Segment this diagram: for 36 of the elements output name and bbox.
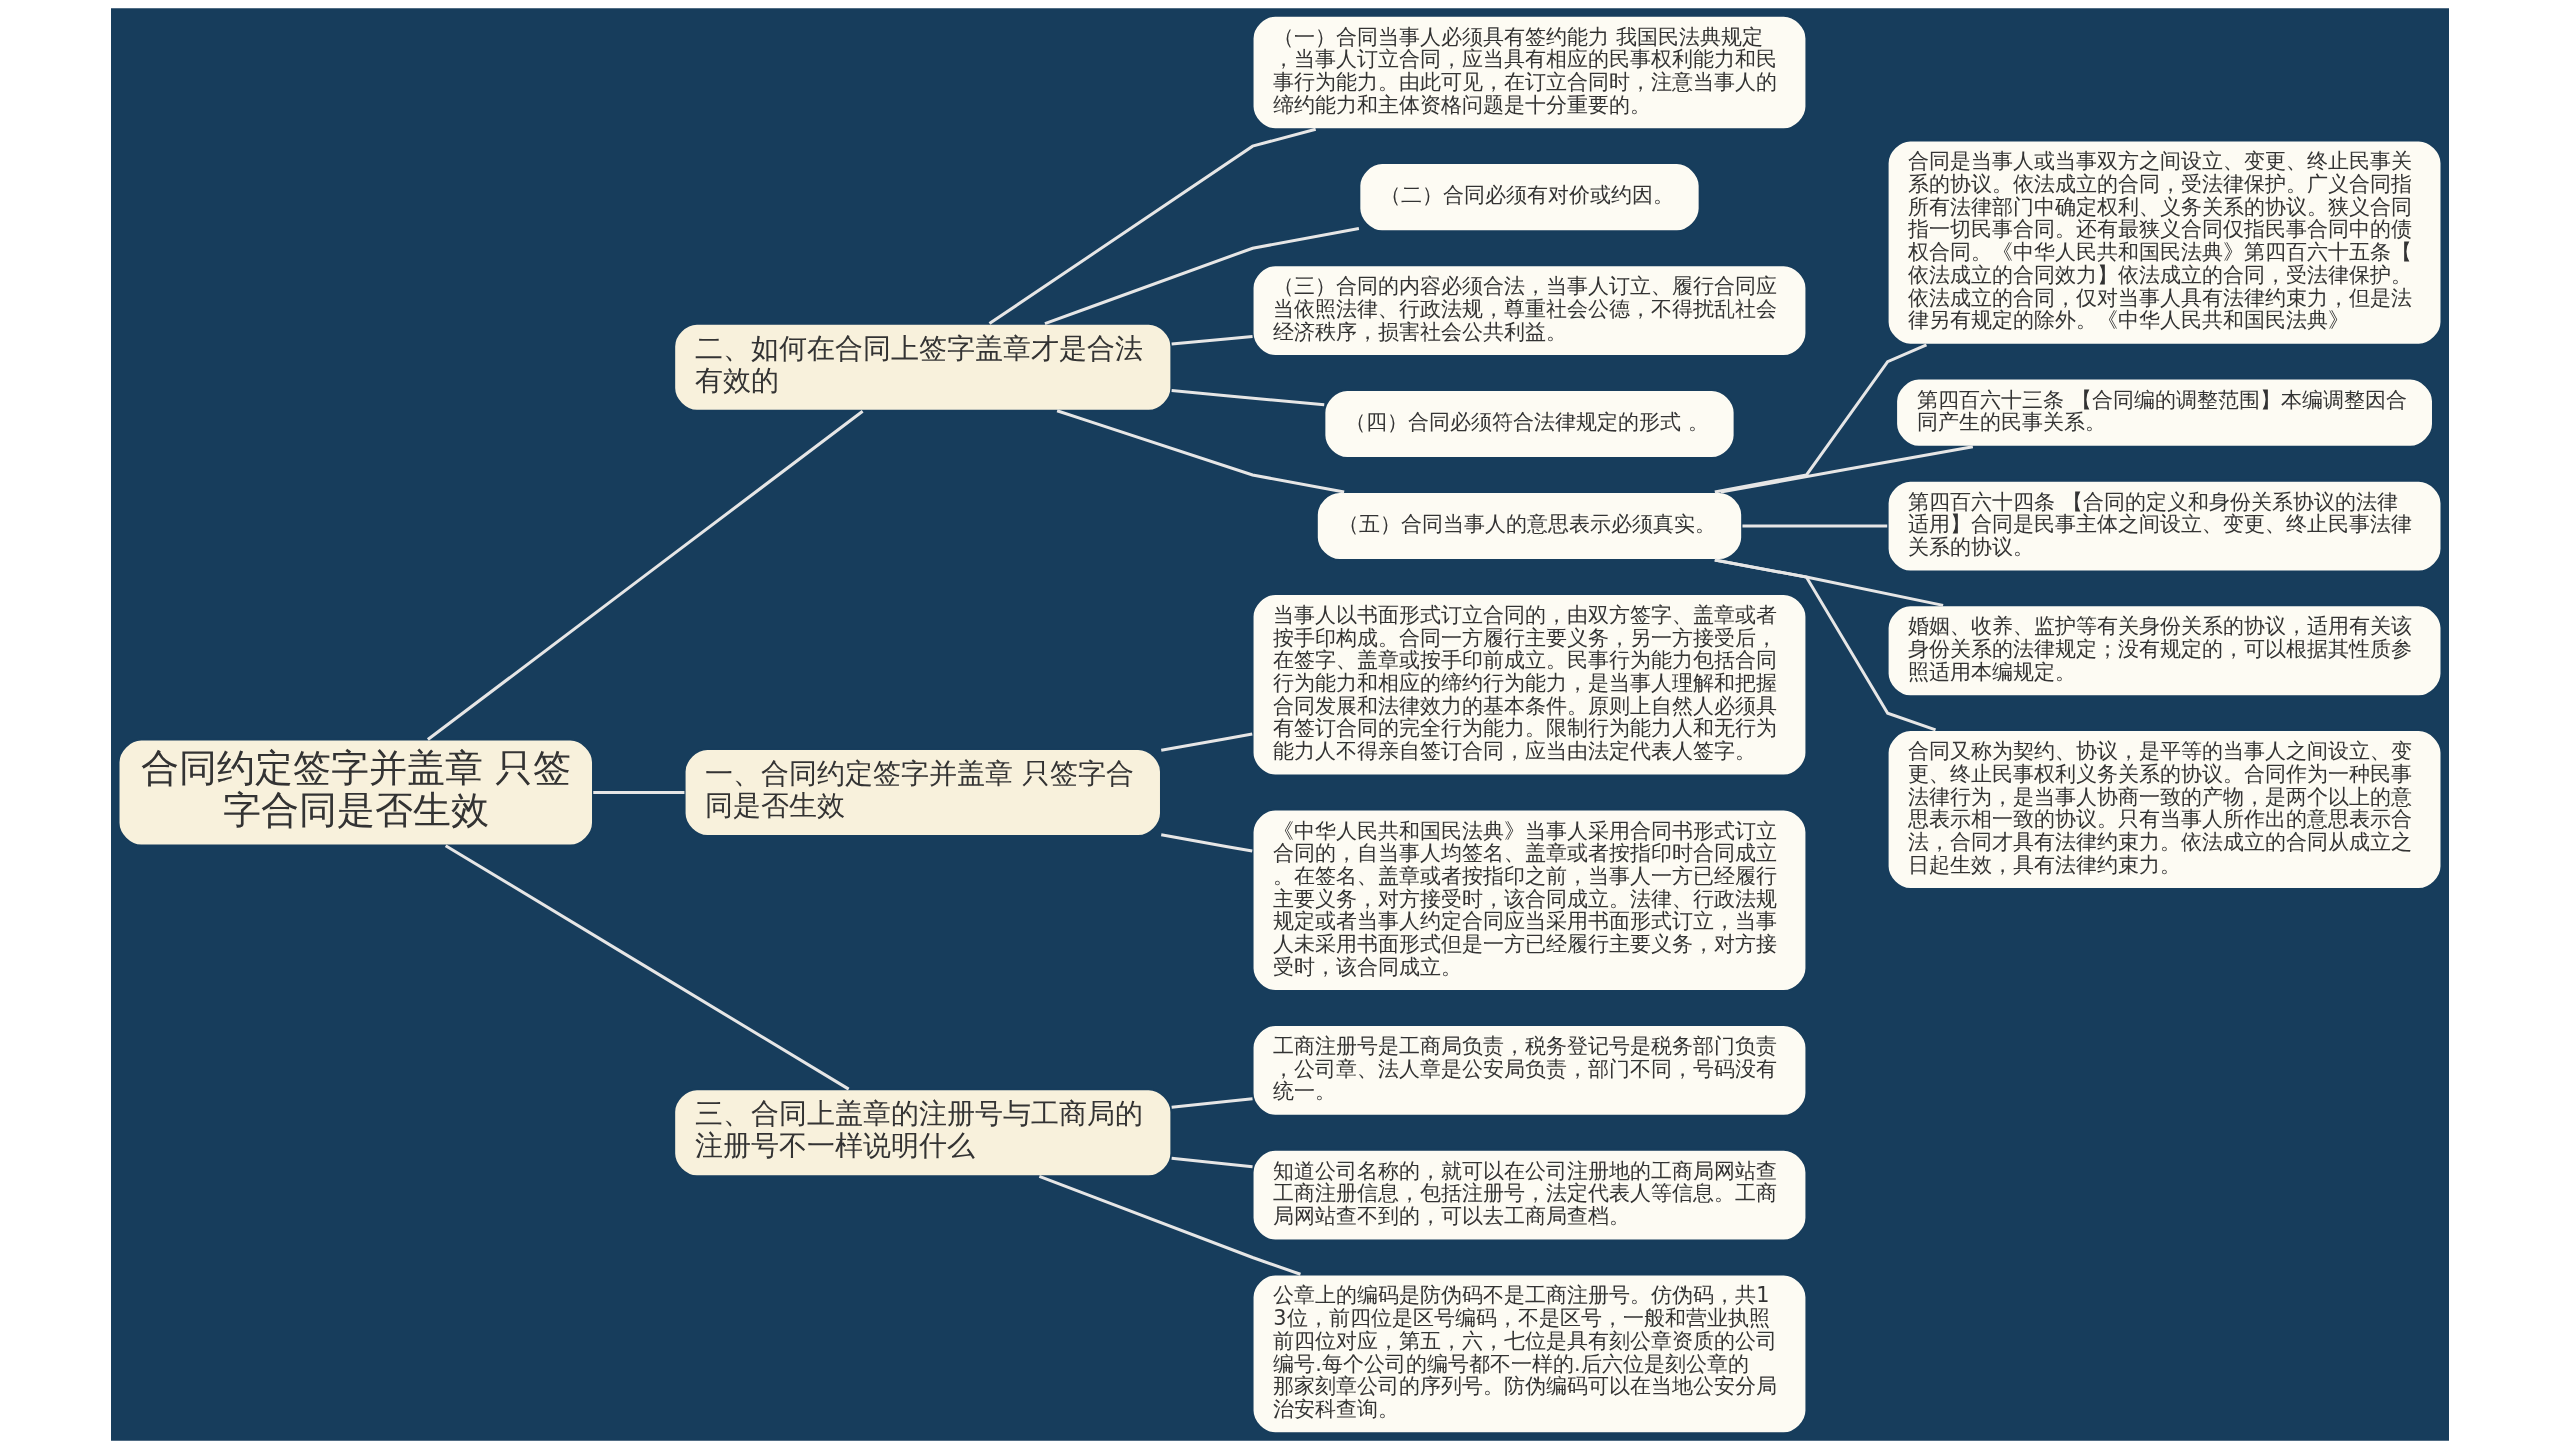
node-box: （四）合同必须符合法律规定的形式 。 bbox=[1323, 389, 1736, 459]
connector bbox=[1171, 389, 1325, 407]
node-box: （一）合同当事人必须具有签约能力 我国民法典规定，当事人订立合同，应当具有相应的民事权利能力和民事行为能力。由此可见，在订立合同时，注意当事人的缔约能力和主体资格问题是十分重要的。 bbox=[1251, 14, 1808, 131]
node-box: 《中华人民共和国民法典》当事人采用合同书形式订立合同的，自当事人均签名、盖章或者按指印时合同成立。在签名、盖章或者按指印之前，当事人一方已经履行主要义务，对方接受时，该合同成立。法律、行政法规规定或者当事人约定合同应当采用书面形式订立，当事人未采用书面形式但是一方已经履行主要义务，对方接受时，该合同成立。 bbox=[1251, 808, 1808, 992]
node-box: （三）合同的内容必须合法，当事人订立、履行合同应当依照法律、行政法规，尊重社会公德，不得扰乱社会经济秩序，损害社会公共利益。 bbox=[1251, 264, 1808, 357]
node-box: 婚姻、收养、监护等有关身份关系的协议，适用有关该身份关系的法律规定；没有规定的，可以根据其性质参照适用本编规定。 bbox=[1886, 604, 2443, 698]
connector bbox=[593, 791, 685, 795]
connector bbox=[1171, 1156, 1253, 1169]
node-box: 公章上的编码是防伪码不是工商注册号。仿伪码，共13位，前四位是区号编码，不是区号，一般和营业执照前四位对应，第五，六，七位是具有刻公章资质的公司编号.每个公司的编号都不一样的.后六位是刻公章的那家刻章公司的序列号。防伪编码可以在当地公安分局治安科查询。 bbox=[1251, 1273, 1808, 1435]
connector bbox=[1742, 524, 1888, 528]
connector bbox=[988, 127, 1317, 325]
connector bbox=[444, 844, 850, 1091]
node-box: 工商注册号是工商局负责，税务登记号是税务部门负责，公司章、法人章是公安局负责，部门不同，号码没有统一。 bbox=[1251, 1024, 1808, 1117]
connector bbox=[1160, 833, 1253, 853]
connector bbox=[1038, 1174, 1301, 1276]
node-box: 知道公司名称的，就可以在公司注册地的工商局网站查工商注册信息，包括注册号，法定代表人等信息。工商局网站查不到的，可以去工商局查档。 bbox=[1251, 1148, 1808, 1242]
connector bbox=[1044, 227, 1360, 326]
connector bbox=[1714, 343, 1928, 494]
node-box: 第四百六十四条 【合同的定义和身份关系协议的法律适用】合同是民事主体之间设立、变更、终止民事法律关系的协议。 bbox=[1886, 479, 2443, 573]
node-box: 合同是当事人或当事双方之间设立、变更、终止民事关系的协议。依法成立的合同，受法律保护。广义合同指所有法律部门中确定权利、义务关系的协议。狭义合同指一切民事合同。还有最狭义合同仅指民事合同中的债权合同。《中华人民共和国民法典》第四百六十五条【依法成立的合同效力】依法成立的合同，受法律保护。依法成立的合同，仅对当事人具有法律约束力，但是法律另有规定的除外。《中华人民共和国民法典》 bbox=[1886, 139, 2443, 346]
node-box: 合同约定签字并盖章 只签字合同是否生效 bbox=[117, 738, 594, 847]
connector bbox=[1171, 334, 1253, 346]
connector bbox=[1171, 1097, 1253, 1109]
node-box: 三、合同上盖章的注册号与工商局的注册号不一样说明什么 bbox=[673, 1088, 1173, 1178]
node-box: 第四百六十三条 【合同编的调整范围】本编调整因合同产生的民事关系。 bbox=[1895, 377, 2434, 448]
connector bbox=[1056, 409, 1345, 494]
node-box: 二、如何在合同上签字盖章才是合法有效的 bbox=[673, 322, 1173, 412]
connector bbox=[1714, 558, 1937, 732]
node-box: 当事人以书面形式订立合同的，由双方签字、盖章或者按手印构成。合同一方履行主要义务，另一方接受后，在签字、盖章或按手印前成立。民事行为能力包括合同行为能力和相应的缔约行为能力，是当事人理解和把握合同发展和法律效力的基本条件。原则上自然人必须具有签订合同的完全行为能力。限制行为能力人和无行为能力人不得亲自签订合同，应当由法定代表人签字。 bbox=[1251, 593, 1808, 777]
node-box: 一、合同约定签字并盖章 只签字合同是否生效 bbox=[683, 748, 1162, 837]
connector bbox=[426, 410, 864, 741]
connector bbox=[1720, 445, 1974, 494]
node-box: （五）合同当事人的意思表示必须真实。 bbox=[1315, 491, 1744, 561]
connector bbox=[1160, 732, 1253, 752]
node-box: 合同又称为契约、协议，是平等的当事人之间设立、变更、终止民事权利义务关系的协议。合同作为一种民事法律行为，是当事人协商一致的产物，是两个以上的意思表示相一致的协议。只有当事人所作出的意思表示合法，合同才具有法律约束力。依法成立的合同从成立之日起生效，具有法律约束力。 bbox=[1886, 729, 2443, 890]
node-box: （二）合同必须有对价或约因。 bbox=[1358, 162, 1701, 233]
